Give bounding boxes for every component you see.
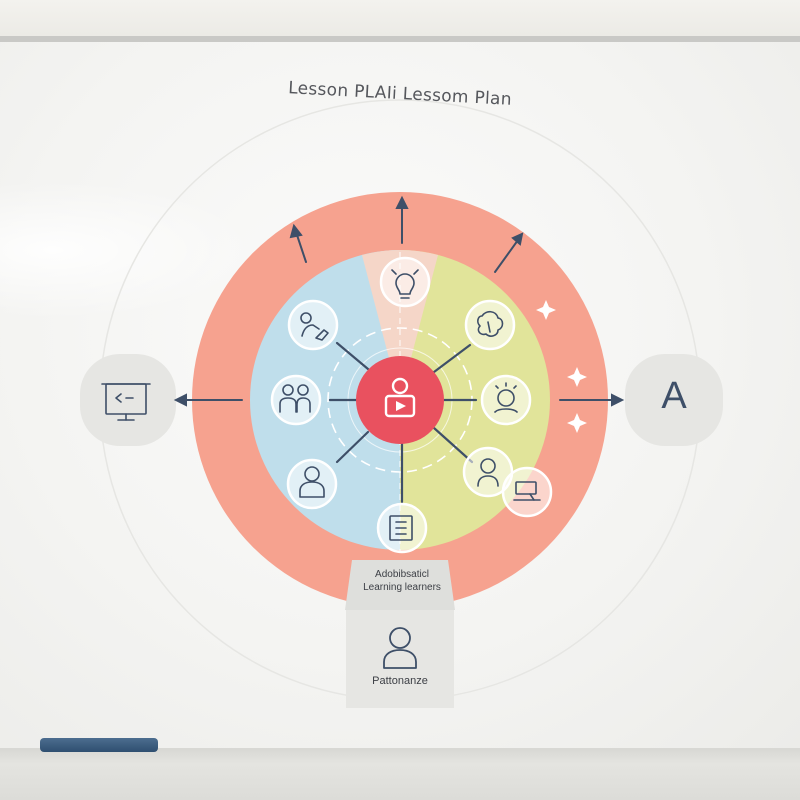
left-panel	[80, 354, 176, 446]
sparkle-icon	[536, 300, 556, 320]
workstation-icon	[513, 481, 541, 501]
left-half	[250, 250, 400, 550]
right-panel	[625, 354, 723, 446]
spoke-lower-right	[432, 426, 474, 464]
learners-label-line1: Adobibsaticl	[375, 569, 429, 580]
person-icon	[299, 466, 325, 498]
person-icon	[383, 627, 417, 669]
center-hub	[356, 356, 444, 444]
sparkle-icon	[567, 367, 587, 387]
arrow-up-left	[289, 223, 303, 239]
worksheet-icon	[389, 515, 413, 541]
spoke-upper-left	[335, 341, 370, 371]
marker-tray	[0, 748, 800, 800]
learners-label: Adobibsaticl Learning learners	[352, 568, 452, 594]
arrow-up	[395, 195, 409, 209]
arrow-right	[611, 393, 625, 407]
presentation-board-icon	[101, 383, 151, 421]
group-icon	[279, 384, 311, 413]
sparkle-icon	[567, 413, 587, 433]
teacher-icon	[477, 458, 499, 487]
spoke-upper-right	[432, 343, 472, 374]
hand-gesture-icon	[300, 312, 329, 341]
student-writing-icon	[494, 382, 518, 413]
learners-band	[345, 560, 455, 610]
bottom-panel	[346, 600, 454, 708]
spoke-lower-left	[335, 430, 370, 464]
letter-a-icon: A	[661, 375, 687, 417]
learners-label-line2: Learning learners	[363, 582, 441, 593]
lightbulb-icon	[391, 269, 419, 299]
bottom-panel-label: Pattonanze	[372, 675, 428, 687]
wall	[0, 0, 800, 40]
brain-icon	[477, 310, 504, 337]
arrow-up-right	[511, 232, 524, 246]
arrow-left	[173, 393, 187, 407]
presenter-video-icon	[384, 377, 416, 418]
marker[interactable]	[40, 738, 158, 752]
